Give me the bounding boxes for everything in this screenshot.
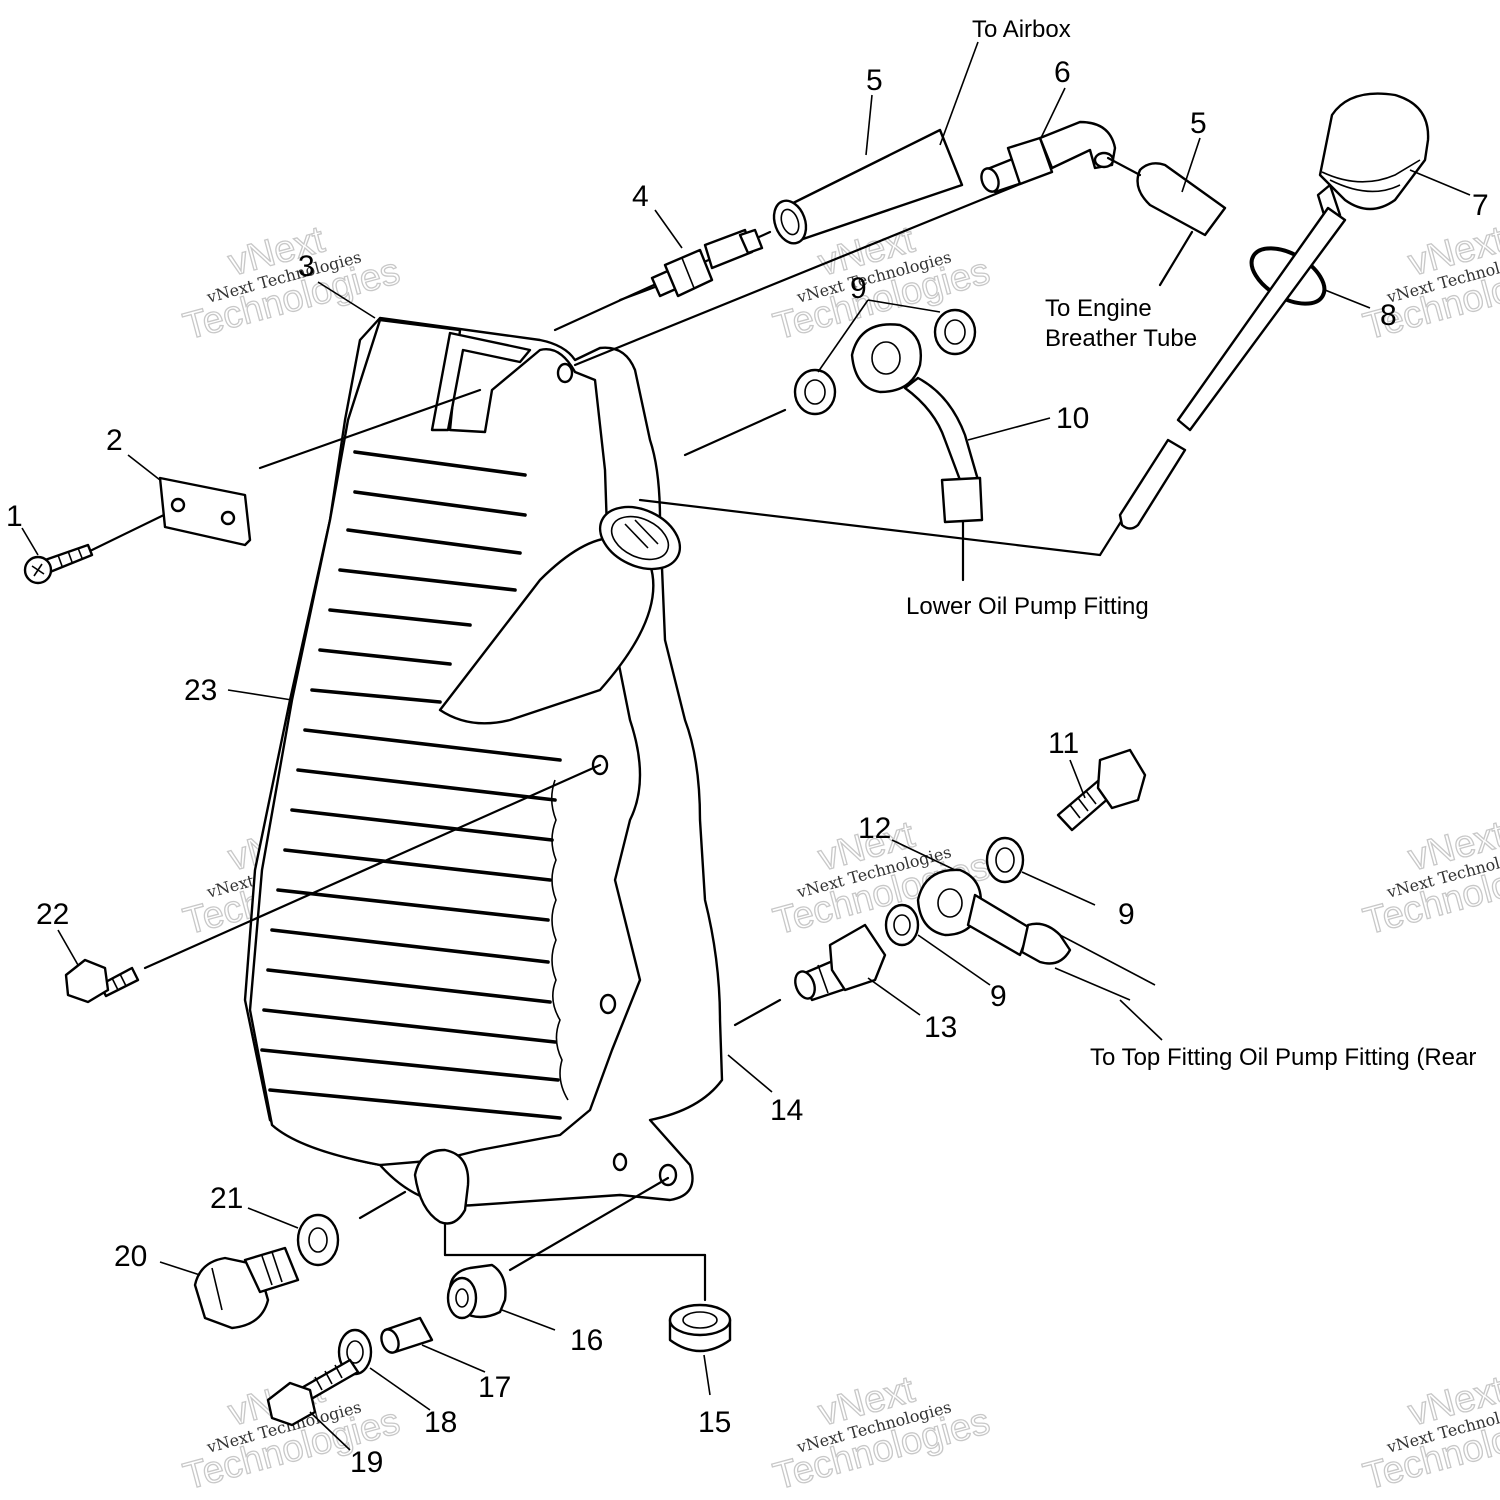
note-to-engine-line-1: To Engine	[1045, 295, 1152, 322]
note-to-airbox: To Airbox	[972, 16, 1071, 43]
grommet	[668, 1303, 732, 1353]
callout-13: 13	[924, 1011, 957, 1044]
sleeve	[380, 1316, 434, 1354]
callout-10: 10	[1056, 402, 1089, 435]
callout-7: 7	[1472, 189, 1489, 222]
watermark: vNext Technologies vNext Technologies	[178, 218, 404, 349]
banjo-washer-lower-top	[985, 836, 1025, 884]
tank-outlet-fitting	[794, 923, 887, 1002]
dipstick-cap	[1316, 92, 1430, 224]
callout-21: 21	[210, 1182, 243, 1215]
callout-5-right: 5	[1190, 107, 1207, 140]
callout-19: 19	[350, 1446, 383, 1479]
hose-to-airbox	[772, 128, 964, 245]
rear-banjo-fitting	[916, 868, 1156, 1001]
callout-6: 6	[1054, 56, 1071, 89]
banjo-bolt	[1056, 748, 1147, 832]
callout-14: 14	[770, 1094, 803, 1127]
elbow-fitting	[980, 120, 1117, 194]
callout-4: 4	[632, 180, 649, 213]
callout-numbers: 1 2 3 4 5 5 6 7 8 9 9 9 10 11 12 13 14 1…	[6, 56, 1489, 1479]
tank-mounting-bolt	[64, 958, 140, 1004]
watermark: vNext Technologies vNext Technologies	[768, 1368, 994, 1499]
mounting-bolt-lower	[266, 1358, 360, 1427]
mounting-plate	[158, 476, 252, 547]
callout-16: 16	[570, 1324, 603, 1357]
callout-18: 18	[424, 1406, 457, 1439]
note-to-engine-line-2: Breather Tube	[1045, 325, 1197, 352]
callout-11: 11	[1048, 727, 1079, 760]
tank-inner-edge	[550, 779, 569, 1101]
routing-notes: To Airbox To Engine Breather Tube Lower …	[906, 16, 1476, 1071]
tank-top-bracket	[430, 331, 532, 432]
banjo-washer-lower-bottom	[884, 903, 920, 947]
oil-tank	[243, 316, 724, 1225]
screw	[23, 510, 172, 585]
bushing	[446, 1263, 507, 1320]
tank-hole-top	[556, 362, 574, 384]
callout-15: 15	[698, 1406, 731, 1439]
callout-22: 22	[36, 898, 69, 931]
callout-12: 12	[858, 812, 891, 845]
drain-plug-washer	[296, 1213, 340, 1267]
leader-lines	[21, 41, 1471, 1451]
callout-1: 1	[6, 500, 23, 533]
tank-hole-lower	[599, 993, 617, 1015]
dipstick-rod	[1118, 206, 1347, 530]
watermark: vNext Technologies vNext Technologies	[1358, 1368, 1500, 1499]
callout-23: 23	[184, 674, 217, 707]
tank-front-face	[248, 318, 642, 1167]
note-lower-oil-pump-fitting: Lower Oil Pump Fitting	[906, 593, 1149, 620]
banjo-washer-upper-right	[933, 308, 977, 356]
tank-hole-bottom-2	[612, 1152, 628, 1172]
callout-3: 3	[298, 250, 315, 283]
callout-20: 20	[114, 1240, 147, 1273]
drain-plug	[193, 1246, 300, 1330]
callout-5-left: 5	[866, 64, 883, 97]
callout-2: 2	[106, 424, 123, 457]
callout-9-right: 9	[1118, 898, 1135, 931]
banjo-washer-upper-left	[793, 368, 837, 416]
callout-8: 8	[1380, 299, 1397, 332]
breather-fitting	[618, 228, 764, 302]
tank-cooling-fins	[260, 450, 562, 1120]
callout-9-lower: 9	[990, 980, 1007, 1013]
note-to-top-fitting: To Top Fitting Oil Pump Fitting (Rear	[1090, 1044, 1476, 1071]
hose-to-breather	[1106, 156, 1227, 287]
callout-9-upper: 9	[850, 272, 867, 305]
filler-neck	[438, 505, 682, 725]
watermark: vNext Technologies vNext Technologies	[1358, 218, 1500, 349]
tank-drain-boss	[413, 1148, 470, 1225]
banjo-oil-line	[850, 323, 984, 582]
callout-17: 17	[478, 1371, 511, 1404]
watermark: vNext Technologies vNext Technologies	[1358, 813, 1500, 944]
